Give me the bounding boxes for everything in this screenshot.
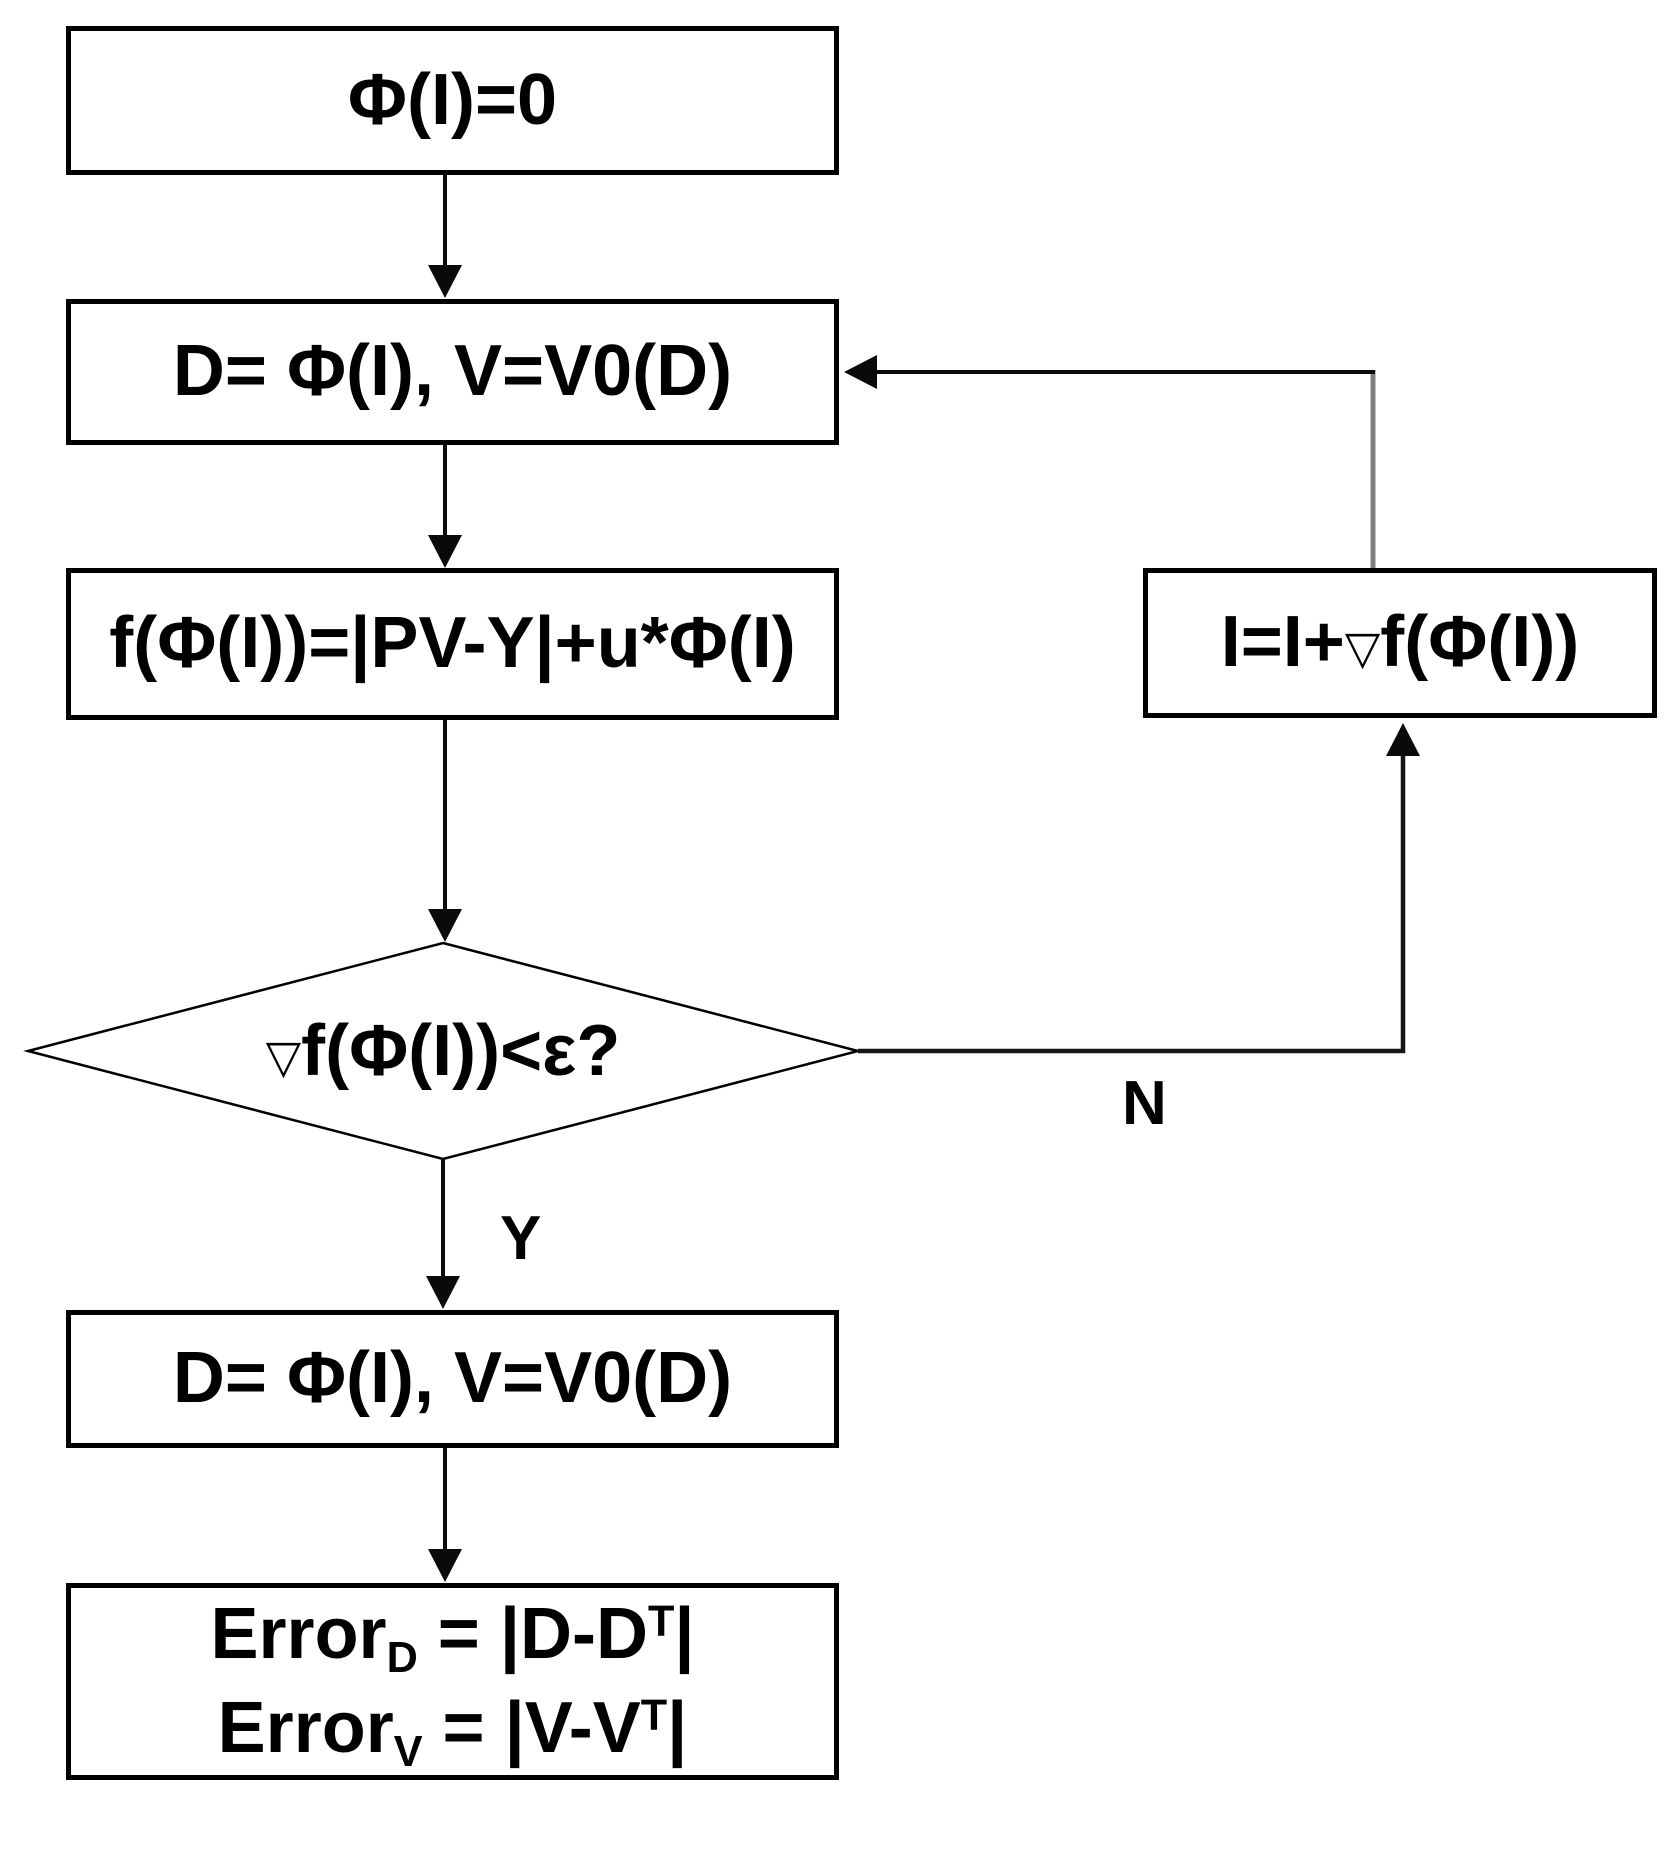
error-v-line: ErrorV = |V-VT|	[211, 1687, 695, 1773]
error-d-mid: = |D-D	[417, 1594, 648, 1675]
node-init: Φ(I)=0	[66, 26, 839, 175]
decision-label-text: ▽f(Φ(I))<ε?	[266, 1010, 621, 1092]
error-v-subscript: V	[393, 1727, 423, 1776]
node-update-label-post: f(Φ(I))	[1380, 602, 1580, 683]
node-errors: ErrorD = |D-DT| ErrorV = |V-VT|	[66, 1583, 839, 1780]
arrow-assign1-to-objective-head	[428, 535, 462, 568]
node-assign1: D= Φ(I), V=V0(D)	[66, 299, 839, 445]
error-v-mid: = |V-V	[422, 1687, 641, 1768]
arrow-no-head	[1386, 723, 1420, 756]
node-update-label-pre: I=I+	[1220, 602, 1345, 683]
arrow-no-line	[858, 755, 1406, 1054]
edge-label-yes: Y	[500, 1203, 541, 1274]
nabla-icon: ▽	[265, 1030, 302, 1083]
error-v-base: Error	[217, 1687, 394, 1768]
decision-label-rest: f(Φ(I))<ε?	[301, 1011, 621, 1091]
arrow-assign2-to-errors-head	[428, 1549, 462, 1582]
node-update-label: I=I+▽f(Φ(I))	[1221, 603, 1580, 682]
error-v-end: |	[667, 1687, 688, 1768]
node-decision-label: ▽f(Φ(I))<ε?	[143, 991, 743, 1111]
error-d-subscript: D	[386, 1634, 418, 1683]
loop-arrow-head	[844, 355, 877, 389]
nabla-icon: ▽	[1344, 622, 1381, 675]
arrow-objective-to-decision-head	[428, 909, 462, 942]
error-v-superscript: T	[640, 1691, 668, 1740]
node-errors-lines: ErrorD = |D-DT| ErrorV = |V-VT|	[210, 1594, 695, 1773]
edge-label-yes-text: Y	[500, 1204, 542, 1273]
error-d-superscript: T	[647, 1597, 675, 1646]
arrow-yes-head	[426, 1276, 460, 1309]
node-assign2-label: D= Φ(I), V=V0(D)	[172, 1338, 733, 1419]
error-d-line: ErrorD = |D-DT|	[210, 1594, 695, 1680]
error-d-end: |	[674, 1594, 695, 1675]
edge-label-no-text: N	[1122, 1069, 1167, 1138]
edge-label-no: N	[1122, 1068, 1167, 1139]
node-objective: f(Φ(I))=|PV-Y|+u*Φ(I)	[66, 568, 839, 720]
arrow-init-to-assign1-head	[428, 265, 462, 298]
node-objective-label: f(Φ(I))=|PV-Y|+u*Φ(I)	[109, 603, 796, 684]
node-assign2: D= Φ(I), V=V0(D)	[66, 1310, 839, 1448]
node-update: I=I+▽f(Φ(I))	[1143, 568, 1657, 718]
node-init-label: Φ(I)=0	[347, 59, 558, 140]
error-d-base: Error	[210, 1594, 387, 1675]
node-assign1-label: D= Φ(I), V=V0(D)	[172, 331, 733, 412]
